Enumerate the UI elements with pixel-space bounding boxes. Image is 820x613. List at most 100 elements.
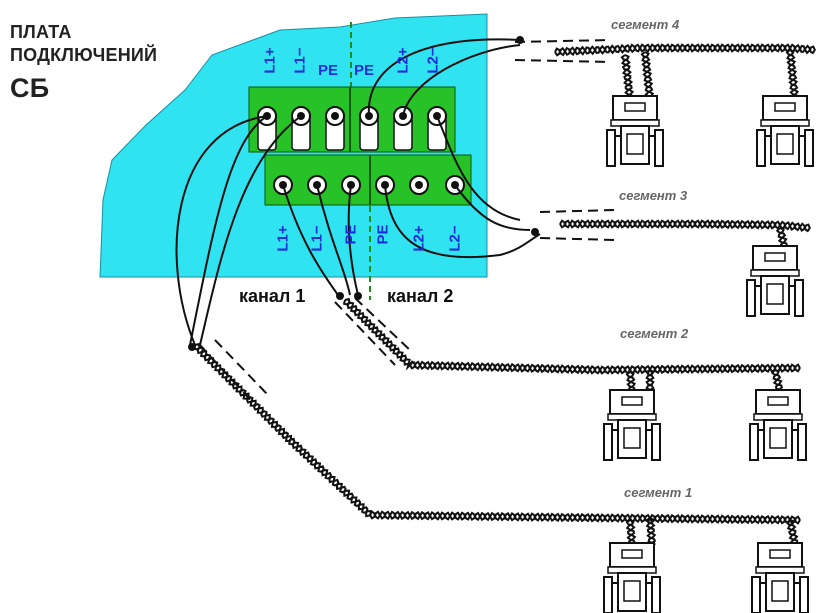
- twisted-pair-drop: [625, 519, 637, 546]
- lower-terminal-label: PE: [374, 224, 392, 245]
- cable-shield: [539, 237, 616, 241]
- twisted-pair-segment-2: [342, 299, 801, 375]
- device-plate: [769, 427, 787, 449]
- signal-wire: [282, 184, 339, 296]
- signal-wire: [384, 184, 541, 259]
- twisted-pair-drop: [626, 371, 637, 393]
- lower-terminal-label: L2+: [410, 225, 428, 252]
- board-title-line1: ПЛАТА: [10, 22, 72, 42]
- twisted-pair-drop: [620, 54, 635, 101]
- twisted-pair-segment-3: [559, 219, 811, 233]
- channel-2-label: канал 2: [387, 286, 454, 306]
- twisted-pair-drop: [641, 51, 655, 101]
- cable-shield: [199, 344, 256, 406]
- device-plate: [623, 580, 641, 602]
- device-body: [770, 125, 800, 165]
- lower-terminal-label: L1−: [308, 225, 326, 252]
- device-plate: [623, 427, 641, 449]
- twisted-pair-segment-4: [554, 43, 816, 57]
- device-flange-left: [756, 129, 766, 167]
- twisted-pair-segment-4: [554, 43, 816, 57]
- twisted-pair-segment-1: [192, 344, 801, 525]
- junction-dot: [531, 228, 539, 236]
- device-flange-left: [603, 423, 613, 461]
- signal-wire: [199, 115, 302, 346]
- upper-terminal-block: [248, 86, 456, 153]
- upper-terminal-label: L1−: [291, 47, 309, 74]
- device-display: [774, 102, 796, 112]
- twisted-pair-drop: [645, 369, 655, 393]
- upper-terminal-label: PE: [318, 62, 339, 79]
- device-flange-left: [603, 576, 613, 613]
- twisted-pair-segment-1: [194, 342, 801, 525]
- junction-dot: [354, 292, 362, 300]
- junction-dot: [336, 292, 344, 300]
- cable-shield: [214, 339, 269, 396]
- device-plate: [626, 133, 644, 155]
- lower-terminal-label: L2−: [446, 225, 464, 252]
- device-plate: [776, 133, 794, 155]
- twisted-pair-drop: [621, 54, 634, 101]
- lower-terminal-label: L1+: [274, 225, 292, 252]
- twisted-pair-drop: [645, 369, 655, 393]
- cable-shield: [334, 301, 396, 366]
- field-device: [751, 542, 809, 613]
- twisted-pair-drop: [772, 369, 784, 393]
- device-flange-right: [654, 129, 664, 167]
- cable-shield: [539, 209, 616, 213]
- device-flange-left: [746, 279, 756, 317]
- signal-wire: [367, 38, 521, 117]
- field-device: [603, 389, 661, 461]
- signal-wire: [316, 184, 351, 296]
- channel-1-label: канал 1: [239, 286, 306, 306]
- device-plate: [766, 283, 784, 305]
- twisted-pair-drop: [785, 519, 799, 546]
- field-device: [603, 542, 661, 613]
- cable-shield: [514, 39, 611, 43]
- signal-wire: [189, 115, 268, 346]
- device-flange-right: [651, 423, 661, 461]
- upper-terminal-label: L2+: [394, 47, 412, 74]
- signal-wire: [402, 44, 521, 117]
- upper-terminal-label: L1+: [261, 47, 279, 74]
- board-title-line2: ПОДКЛЮЧЕНИЙ: [10, 45, 158, 65]
- board-title-line3: СБ: [10, 73, 50, 103]
- device-flange-right: [804, 129, 814, 167]
- device-display: [624, 102, 646, 112]
- terminal-screw-center: [415, 181, 423, 189]
- device-flange-right: [651, 576, 661, 613]
- signal-wire: [347, 184, 359, 296]
- field-device: [749, 389, 807, 461]
- signal-wire: [454, 184, 531, 231]
- field-device: [756, 95, 814, 167]
- twisted-pair-drop: [645, 517, 657, 547]
- cable-shield: [354, 297, 413, 353]
- lower-terminal-label: PE: [342, 224, 360, 245]
- device-display: [764, 252, 786, 262]
- twisted-pair-segment-2: [344, 297, 801, 375]
- device-flange-left: [751, 576, 761, 613]
- device-plate: [771, 580, 789, 602]
- upper-terminal-label: L2−: [424, 47, 442, 74]
- twisted-pair-drop: [770, 369, 784, 394]
- upper-terminal-label: PE: [354, 62, 375, 79]
- device-display: [767, 396, 789, 406]
- segment-3-label: сегмент 3: [619, 188, 688, 203]
- device-display: [769, 549, 791, 559]
- twisted-pair-drop: [786, 49, 800, 101]
- terminal-screw-center: [331, 112, 339, 120]
- segment-2-label: сегмент 2: [620, 326, 689, 341]
- signal-wire: [436, 115, 521, 221]
- segment-4-label: сегмент 4: [611, 17, 680, 32]
- device-flange-right: [799, 576, 809, 613]
- lower-terminal-block: [264, 154, 472, 206]
- cable-shield: [514, 59, 611, 63]
- twisted-pair-drop: [786, 519, 799, 546]
- twisted-pair-drop: [625, 519, 637, 546]
- device-flange-left: [606, 129, 616, 167]
- device-flange-right: [797, 423, 807, 461]
- device-flange-left: [749, 423, 759, 461]
- field-device: [606, 95, 664, 167]
- signal-wire: [175, 115, 268, 346]
